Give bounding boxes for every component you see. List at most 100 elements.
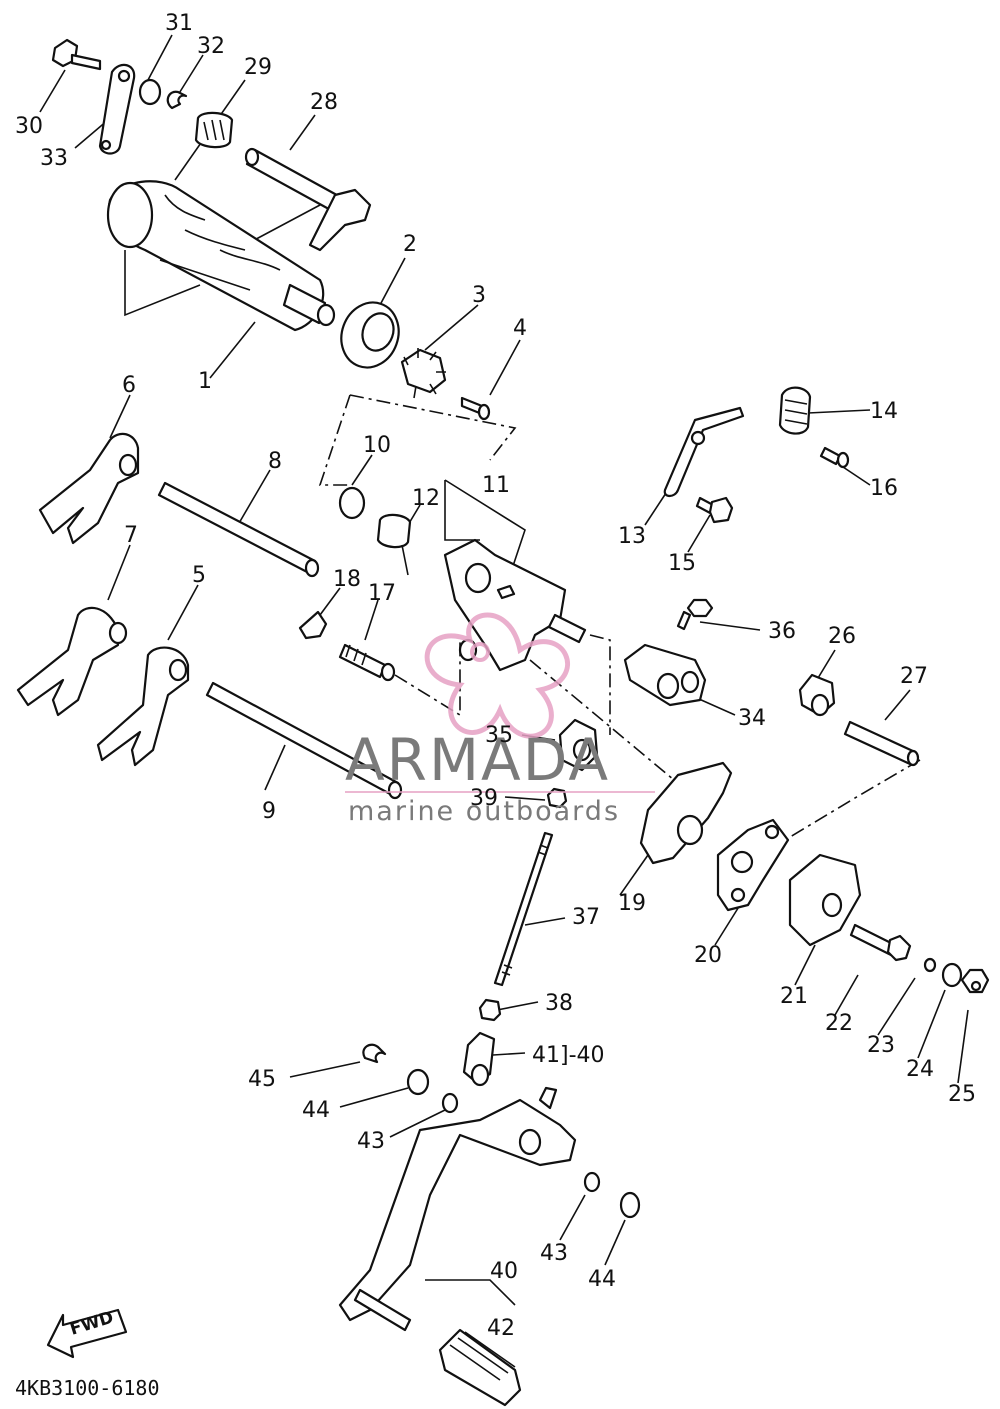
callout-38: 38 <box>545 991 573 1016</box>
pin-17 <box>338 643 396 682</box>
callout-29: 29 <box>244 55 272 80</box>
circlip-32 <box>166 90 188 110</box>
callout-6: 6 <box>122 373 136 398</box>
callout-40: 40 <box>490 1259 518 1284</box>
watermark-tagline: marine outboards <box>348 796 620 827</box>
callout-43-bottom: 43 <box>540 1241 568 1266</box>
callout-18: 18 <box>333 567 361 592</box>
nut-38 <box>478 998 502 1022</box>
watermark-brand: ARMADA <box>345 726 610 794</box>
screw-4 <box>460 396 491 421</box>
fork-rod-8 <box>157 481 320 578</box>
shift-drum-1 <box>106 180 336 332</box>
shift-lever-33 <box>98 63 136 155</box>
callout-43-top: 43 <box>357 1129 385 1154</box>
callout-26: 26 <box>828 624 856 649</box>
callout-33: 33 <box>40 146 68 171</box>
callout-14: 14 <box>870 399 898 424</box>
bolt-22 <box>849 923 912 962</box>
shift-fork-5 <box>96 646 190 767</box>
callout-36: 36 <box>768 619 796 644</box>
screw-16 <box>819 446 850 469</box>
spring-12 <box>376 513 412 576</box>
cam-plate-20 <box>716 818 790 912</box>
bolt-30 <box>51 38 102 71</box>
oring-23 <box>923 957 937 973</box>
callout-28: 28 <box>310 90 338 115</box>
circlip-45 <box>362 1043 387 1064</box>
fork-rod-9 <box>205 681 403 800</box>
shift-arm-34 <box>623 643 707 707</box>
shift-lever-19 <box>639 761 733 865</box>
callout-45: 45 <box>248 1067 276 1092</box>
collar-35 <box>558 718 599 772</box>
callout-21: 21 <box>780 984 808 1009</box>
callout-27: 27 <box>900 664 928 689</box>
spring-14 <box>778 386 812 435</box>
shift-fork-6 <box>38 432 140 545</box>
shift-pedal-40 <box>338 1086 577 1332</box>
callout-37: 37 <box>572 905 600 930</box>
armada-logo-icon <box>424 612 570 739</box>
callout-10: 10 <box>363 433 391 458</box>
callout-13: 13 <box>618 524 646 549</box>
pedal-rubber-42 <box>438 1328 522 1407</box>
callout-39: 39 <box>470 786 498 811</box>
nut-39 <box>546 787 568 809</box>
callout-19: 19 <box>618 891 646 916</box>
washer-31 <box>138 78 162 106</box>
washer-24 <box>941 962 963 988</box>
washer-44-top <box>406 1068 430 1096</box>
joint-41 <box>462 1031 496 1087</box>
clip-18 <box>298 610 328 640</box>
bolt-36 <box>676 598 714 631</box>
callout-25: 25 <box>948 1082 976 1107</box>
callout-3: 3 <box>472 283 486 308</box>
callout-15: 15 <box>668 551 696 576</box>
callout-17: 17 <box>368 581 396 606</box>
callout-42: 42 <box>487 1316 515 1341</box>
callout-1: 1 <box>198 369 212 394</box>
callout-4: 4 <box>513 316 527 341</box>
callout-labels: 1 2 3 4 5 6 7 8 9 10 11 12 13 14 15 16 1… <box>15 11 976 1341</box>
callout-31: 31 <box>165 11 193 36</box>
shift-shaft-28 <box>244 147 372 252</box>
callout-2: 2 <box>403 232 417 257</box>
callout-9: 9 <box>262 799 276 824</box>
stopper-lever-13 <box>663 406 745 498</box>
bushing-43-top <box>441 1092 459 1114</box>
washer-44-bottom <box>619 1191 641 1219</box>
washer-10 <box>338 486 366 520</box>
callout-12: 12 <box>412 486 440 511</box>
callout-5: 5 <box>192 563 206 588</box>
callout-30: 30 <box>15 114 43 139</box>
callout-8: 8 <box>268 449 282 474</box>
callout-44-bottom: 44 <box>588 1267 616 1292</box>
callout-22: 22 <box>825 1011 853 1036</box>
callout-44-top: 44 <box>302 1098 330 1123</box>
leader-lines <box>39 34 969 1306</box>
callout-20: 20 <box>694 943 722 968</box>
callout-34: 34 <box>738 706 766 731</box>
bolt-15 <box>695 496 734 524</box>
callout-23: 23 <box>867 1033 895 1058</box>
callout-7: 7 <box>124 523 138 548</box>
shift-rod-37 <box>493 831 554 987</box>
bearing-2 <box>340 301 400 369</box>
callout-16: 16 <box>870 476 898 501</box>
fwd-arrow-icon: FWD <box>46 1308 128 1359</box>
callout-11: 11 <box>482 473 510 498</box>
part-code: 4KB3100-6180 <box>15 1376 160 1400</box>
collar-26 <box>798 673 836 717</box>
bushing-43-bottom <box>583 1171 601 1193</box>
nut-25 <box>960 968 990 994</box>
callout-24: 24 <box>906 1057 934 1082</box>
callout-41-40: 41]-40 <box>532 1043 605 1068</box>
spring-29 <box>194 111 234 149</box>
segment-3 <box>400 348 447 399</box>
callout-35: 35 <box>485 723 513 748</box>
callout-32: 32 <box>197 34 225 59</box>
shift-fork-7 <box>16 606 128 717</box>
segment-21 <box>788 853 862 947</box>
